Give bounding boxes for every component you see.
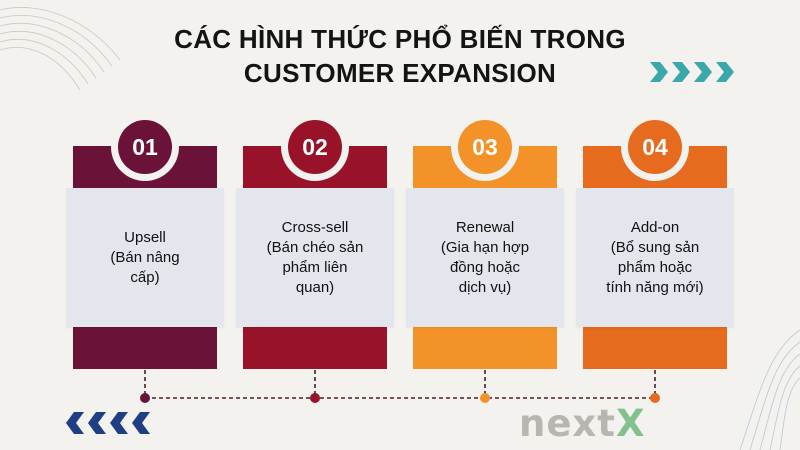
step-card-panel: Upsell (Bán nâng cấp) <box>66 188 224 327</box>
step-card-footer <box>413 327 557 369</box>
chevron-right-icon <box>650 62 668 82</box>
step-text: Cross-sell (Bán chéo sản phẩm liên quan) <box>266 218 364 296</box>
chevron-group-bottom-left <box>64 410 152 436</box>
chevron-left-icon <box>132 412 150 434</box>
title-line-2: CUSTOMER EXPANSION <box>243 58 557 88</box>
step-card-panel: Cross-sell (Bán chéo sản phẩm liên quan) <box>236 188 394 327</box>
logo-text-x: X <box>616 402 646 445</box>
chevron-group-top-right <box>648 60 736 84</box>
step-number: 03 <box>458 120 512 174</box>
chevron-right-icon <box>672 62 690 82</box>
timeline-dot <box>140 393 150 403</box>
step-card-footer <box>243 327 387 369</box>
decorative-swirl-bottom-right <box>739 329 800 450</box>
page-title: CÁC HÌNH THỨC PHỔ BIẾN TRONG CUSTOMER EX… <box>0 22 800 90</box>
chevron-right-icon <box>694 62 712 82</box>
logo-text-next: next <box>519 402 616 445</box>
chevron-left-icon <box>88 412 106 434</box>
step-card-footer <box>583 327 727 369</box>
timeline-dot <box>310 393 320 403</box>
step-number: 04 <box>628 120 682 174</box>
decorative-swirl-top-left <box>0 7 121 90</box>
step-badge: 04 <box>621 113 689 181</box>
step-card-footer <box>73 327 217 369</box>
step-text: Add-on (Bổ sung sản phẩm hoặc tính năng … <box>606 218 704 296</box>
step-card-panel: Add-on (Bổ sung sản phẩm hoặc tính năng … <box>576 188 734 327</box>
step-number: 01 <box>118 120 172 174</box>
nextx-logo: nextX <box>519 404 646 444</box>
step-card-1: Upsell (Bán nâng cấp) 01 <box>66 113 224 369</box>
step-text: Upsell (Bán nâng cấp) <box>110 228 180 286</box>
step-card-3: Renewal (Gia hạn hợp đồng hoặc dịch vụ) … <box>406 113 564 369</box>
step-badge: 03 <box>451 113 519 181</box>
chevron-right-icon <box>716 62 734 82</box>
step-badge: 02 <box>281 113 349 181</box>
chevron-left-icon <box>110 412 128 434</box>
timeline-dot <box>650 393 660 403</box>
step-badge: 01 <box>111 113 179 181</box>
step-card-2: Cross-sell (Bán chéo sản phẩm liên quan)… <box>236 113 394 369</box>
step-card-4: Add-on (Bổ sung sản phẩm hoặc tính năng … <box>576 113 734 369</box>
chevron-left-icon <box>66 412 84 434</box>
step-text: Renewal (Gia hạn hợp đồng hoặc dịch vụ) <box>440 218 530 296</box>
step-number: 02 <box>288 120 342 174</box>
timeline-dot <box>480 393 490 403</box>
title-line-1: CÁC HÌNH THỨC PHỔ BIẾN TRONG <box>174 24 626 54</box>
step-card-panel: Renewal (Gia hạn hợp đồng hoặc dịch vụ) <box>406 188 564 327</box>
